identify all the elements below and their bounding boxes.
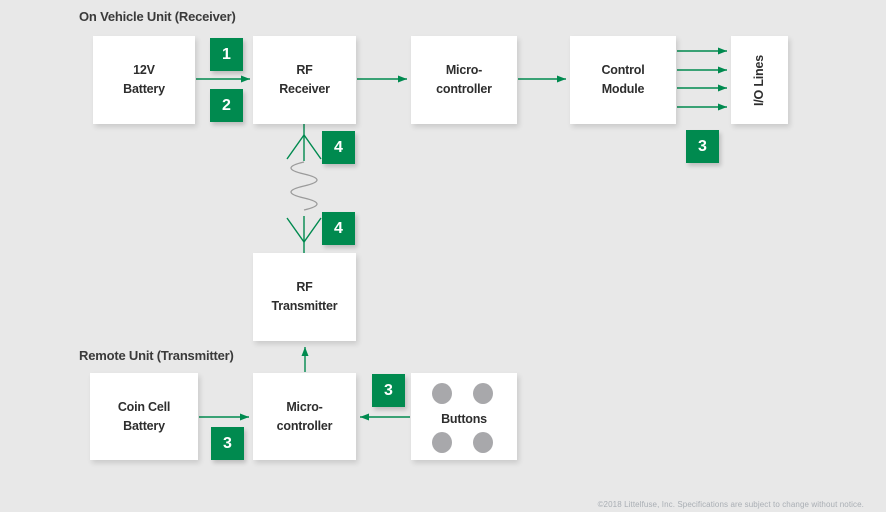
button-dot-icon bbox=[432, 383, 452, 404]
block-label-line: Module bbox=[601, 82, 645, 96]
badge-3-coin: 3 bbox=[211, 427, 244, 460]
badge-4-top: 4 bbox=[322, 131, 355, 164]
block-label-line: Receiver bbox=[279, 82, 330, 96]
block-label-line: controller bbox=[276, 418, 333, 433]
block-coin-cell-battery: Coin Cell Battery bbox=[90, 373, 198, 460]
block-label-line: Buttons bbox=[441, 412, 487, 426]
block-microcontroller-bottom: Micro- controller bbox=[253, 373, 356, 460]
badge-4-bottom: 4 bbox=[322, 212, 355, 245]
button-dot-icon bbox=[432, 432, 452, 453]
block-label-line: Micro- bbox=[286, 399, 323, 414]
block-label-line: Battery bbox=[123, 418, 165, 433]
badge-3-io: 3 bbox=[686, 130, 719, 163]
block-label-line: Coin Cell bbox=[117, 399, 171, 414]
block-label-line: Control bbox=[601, 63, 645, 77]
block-label-line: Transmitter bbox=[271, 299, 338, 313]
block-rf-receiver: RF Receiver bbox=[253, 36, 356, 124]
badge-3-buttons: 3 bbox=[372, 374, 405, 407]
receiver-section-label: On Vehicle Unit (Receiver) bbox=[79, 9, 236, 24]
block-io-lines: I/O Lines bbox=[731, 36, 788, 124]
block-label-line: RF bbox=[296, 280, 313, 294]
block-label-line: I/O Lines bbox=[752, 54, 766, 106]
badge-2: 2 bbox=[210, 89, 243, 122]
block-rf-transmitter: RF Transmitter bbox=[253, 253, 356, 341]
block-label-line: Battery bbox=[123, 82, 165, 96]
block-12v-battery: 12V Battery bbox=[93, 36, 195, 124]
badge-1: 1 bbox=[210, 38, 243, 71]
button-dot-icon bbox=[473, 383, 493, 404]
block-microcontroller-top: Micro- controller bbox=[411, 36, 517, 124]
block-buttons: Buttons bbox=[411, 373, 517, 460]
block-label-line: 12V bbox=[133, 63, 155, 77]
remote-section-label: Remote Unit (Transmitter) bbox=[79, 348, 234, 363]
block-label-line: RF bbox=[296, 63, 313, 77]
block-label-line: Micro- bbox=[445, 63, 483, 77]
block-label-line: controller bbox=[436, 82, 492, 96]
copyright-notice: ©2018 Littelfuse, Inc. Specifications ar… bbox=[597, 500, 864, 509]
button-dot-icon bbox=[473, 432, 493, 453]
block-control-module: Control Module bbox=[570, 36, 676, 124]
